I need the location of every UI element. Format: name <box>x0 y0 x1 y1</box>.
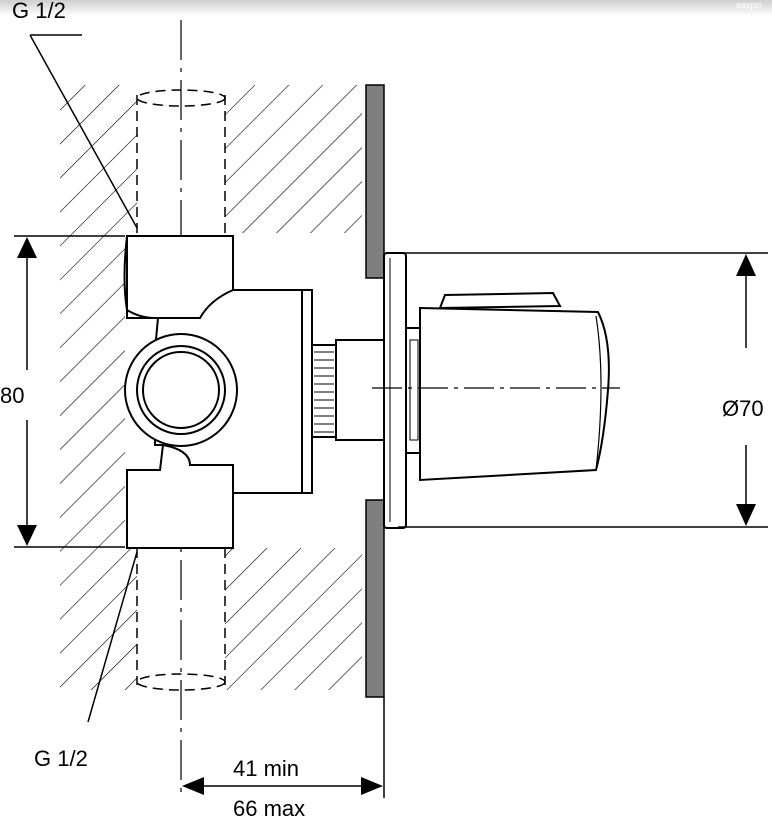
spindle <box>311 339 387 441</box>
thread-label-bottom: G 1/2 <box>34 746 88 771</box>
wall-face-top <box>365 84 385 279</box>
dimension-diameter <box>398 252 768 528</box>
rosette <box>383 252 407 529</box>
top-bar: eaxpsi <box>0 0 772 16</box>
thread-leaders <box>29 34 138 723</box>
height-dimension-label: 80 <box>0 383 24 408</box>
pipe-bottom <box>136 548 226 691</box>
thread-label-top: G 1/2 <box>12 0 66 23</box>
depth-max-label: 66 max <box>233 796 305 820</box>
dimension-80 <box>14 235 125 548</box>
diameter-dimension-label: Ø70 <box>722 396 764 421</box>
brand-logo: eaxpsi <box>735 0 762 10</box>
dimension-depth <box>182 697 385 798</box>
valve-body <box>123 235 313 549</box>
depth-min-label: 41 min <box>233 756 299 781</box>
handle <box>405 291 610 482</box>
spindle-thread <box>314 351 334 433</box>
wall-face-bottom <box>365 499 385 698</box>
